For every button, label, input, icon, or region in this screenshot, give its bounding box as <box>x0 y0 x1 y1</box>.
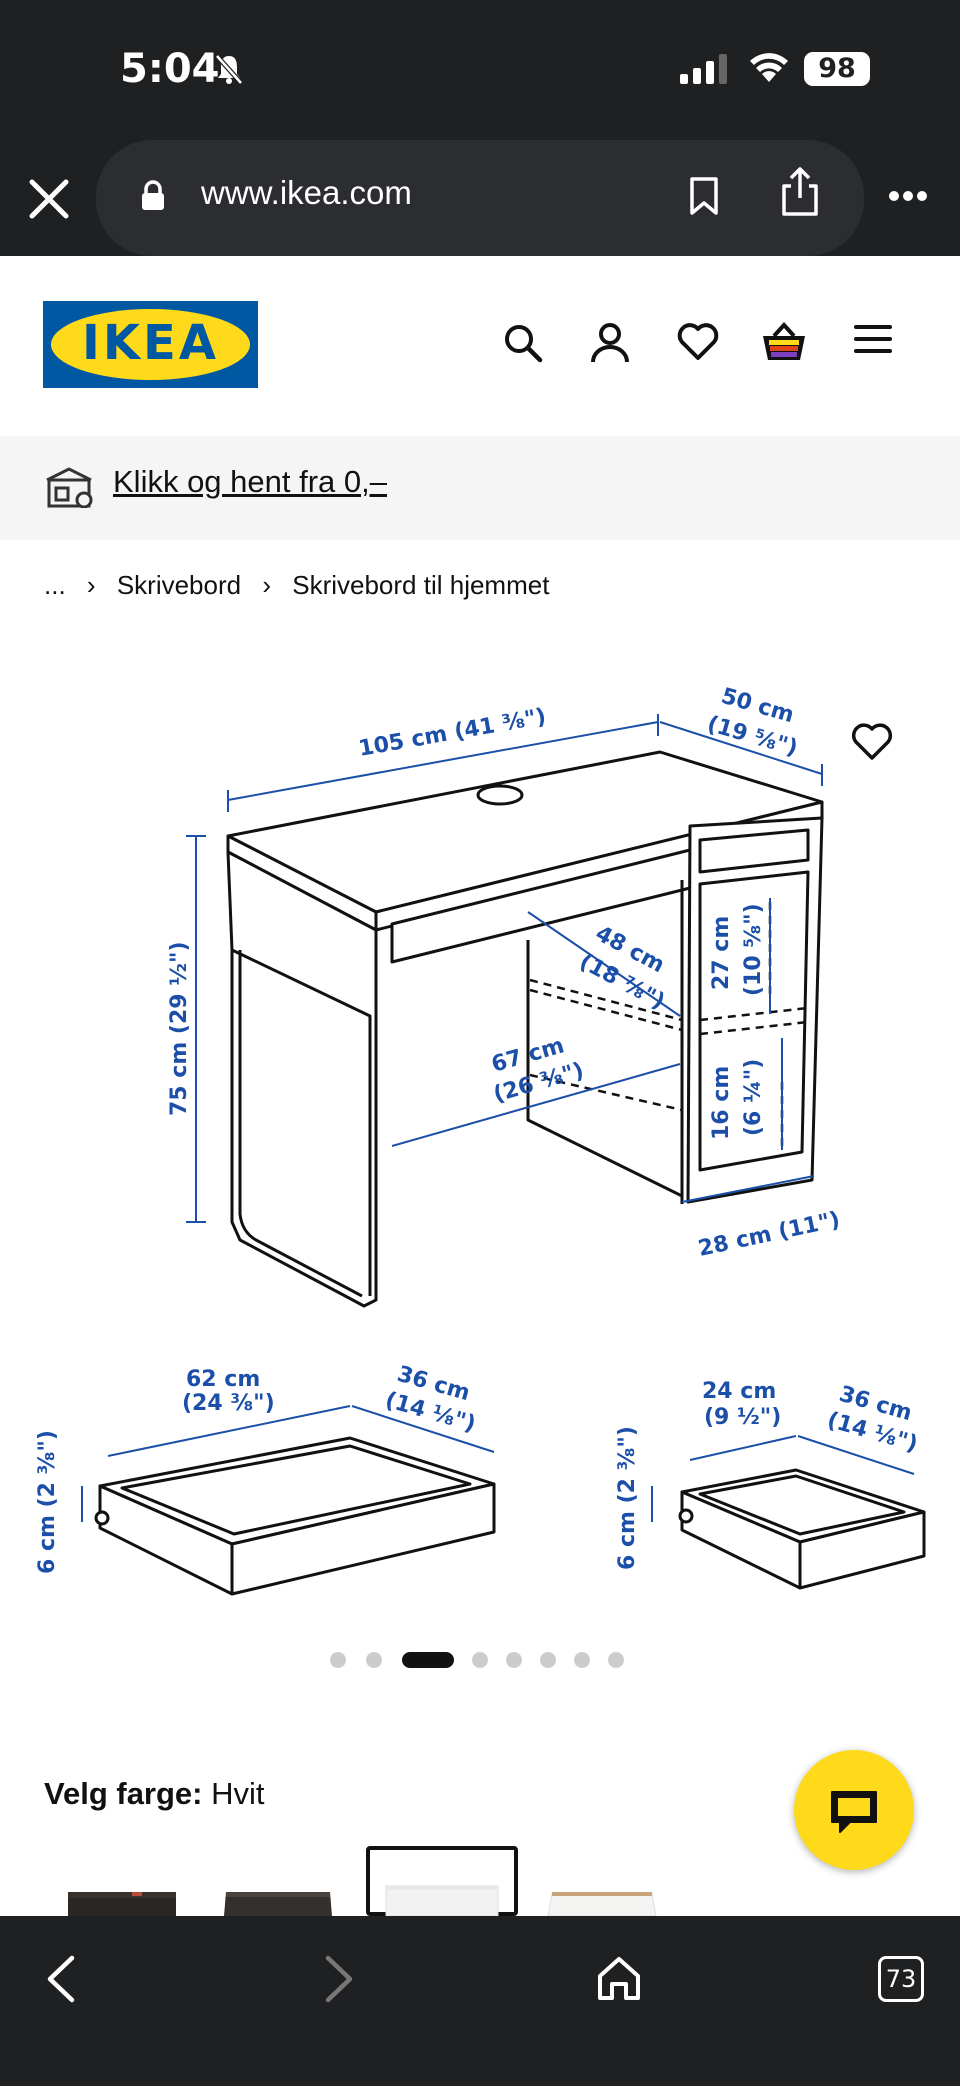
breadcrumb: ... › Skrivebord › Skrivebord til hjemme… <box>44 570 563 601</box>
carousel-dot[interactable] <box>330 1652 346 1668</box>
browser-toolbar: www.ikea.com <box>0 140 960 256</box>
drawer-small-width-label: 24 cm <box>702 1379 776 1404</box>
color-selector-label: Velg farge: Hvit <box>44 1776 265 1812</box>
close-icon[interactable] <box>26 176 72 222</box>
carousel-dot[interactable] <box>472 1652 488 1668</box>
color-label-title: Velg farge: <box>44 1776 203 1811</box>
lock-icon <box>142 180 164 210</box>
favourite-heart-icon[interactable] <box>850 722 894 762</box>
menu-icon[interactable] <box>854 322 892 356</box>
logo-ellipse <box>51 309 250 380</box>
breadcrumb-ellipsis[interactable]: ... <box>44 570 66 600</box>
carousel-dot[interactable] <box>574 1652 590 1668</box>
swatch-dark-brown[interactable] <box>218 1846 338 1916</box>
url-text: www.ikea.com <box>201 174 412 211</box>
carousel-dot[interactable] <box>506 1652 522 1668</box>
status-time: 5:04 <box>120 46 220 92</box>
store-pickup-icon <box>46 467 93 508</box>
upper-shelf-label: 27 cm <box>709 916 734 990</box>
cabinet-width-label: 28 cm (11") <box>696 1207 842 1261</box>
wifi-icon <box>750 53 788 82</box>
breadcrumb-item-current[interactable]: Skrivebord til hjemmet <box>292 570 550 600</box>
color-swatches <box>0 1846 960 1917</box>
bell-muted-icon <box>215 54 243 85</box>
home-icon[interactable] <box>596 1954 642 2002</box>
upper-shelf-inch-label: (10 ⅝") <box>741 903 766 996</box>
basket-icon[interactable] <box>760 322 808 364</box>
cellular-signal-icon <box>680 54 727 84</box>
drawer-large-width-inch-label: (24 ⅜") <box>182 1391 275 1416</box>
browser-bottom-bar: 73 <box>0 1916 960 2086</box>
back-icon[interactable] <box>42 1954 78 2004</box>
account-icon[interactable] <box>590 322 630 364</box>
carousel-dot[interactable] <box>608 1652 624 1668</box>
swatch-black-brown[interactable] <box>62 1846 182 1916</box>
click-and-collect-banner[interactable]: Klikk og hent fra 0,– <box>0 436 960 540</box>
chevron-right-icon: › <box>262 570 271 600</box>
swatch-white-image <box>385 1885 499 1917</box>
address-bar[interactable]: www.ikea.com <box>96 140 864 256</box>
product-dimension-image[interactable]: 105 cm (41 ⅜") 50 cm (19 ⅝") 75 cm (29 ½… <box>0 640 960 1620</box>
status-bar: 5:04 98 <box>0 0 960 140</box>
ikea-logo[interactable]: IKEA <box>43 301 258 388</box>
chat-button[interactable] <box>794 1750 914 1870</box>
carousel-dot[interactable] <box>540 1652 556 1668</box>
swatch-white-selected[interactable] <box>366 1846 518 1917</box>
drawer-small-width-inch-label: (9 ½") <box>704 1405 781 1430</box>
click-and-collect-link[interactable]: Klikk og hent fra 0,– <box>113 464 387 499</box>
drawer-small-height-label: 6 cm (2 ⅜") <box>615 1426 640 1570</box>
search-icon[interactable] <box>502 322 544 364</box>
tabs-button[interactable]: 73 <box>878 1956 924 2002</box>
breadcrumb-item-skrivebord[interactable]: Skrivebord <box>116 570 242 600</box>
carousel-dot-active[interactable] <box>402 1652 454 1668</box>
chevron-right-icon: › <box>86 570 96 600</box>
battery-indicator: 98 <box>804 52 870 86</box>
desk-width-label: 105 cm (41 ⅜") <box>357 704 548 762</box>
site-header: IKEA <box>0 256 960 436</box>
lower-shelf-inch-label: (6 ¼") <box>741 1059 766 1136</box>
color-selected-value: Hvit <box>211 1776 265 1811</box>
more-options-icon[interactable] <box>888 190 928 202</box>
chat-icon <box>831 1791 877 1833</box>
swatch-white-oak[interactable] <box>540 1846 660 1916</box>
logo-text: IKEA <box>82 315 219 371</box>
heart-icon[interactable] <box>676 322 720 362</box>
desk-height-label: 75 cm (29 ½") <box>167 941 192 1116</box>
share-icon[interactable] <box>778 166 822 218</box>
forward-icon[interactable] <box>322 1954 358 2004</box>
carousel-dot[interactable] <box>366 1652 382 1668</box>
drawer-large-width-label: 62 cm <box>186 1367 260 1392</box>
bookmark-icon[interactable] <box>688 176 720 216</box>
drawer-large-height-label: 6 cm (2 ⅜") <box>35 1430 60 1574</box>
lower-shelf-label: 16 cm <box>709 1066 734 1140</box>
